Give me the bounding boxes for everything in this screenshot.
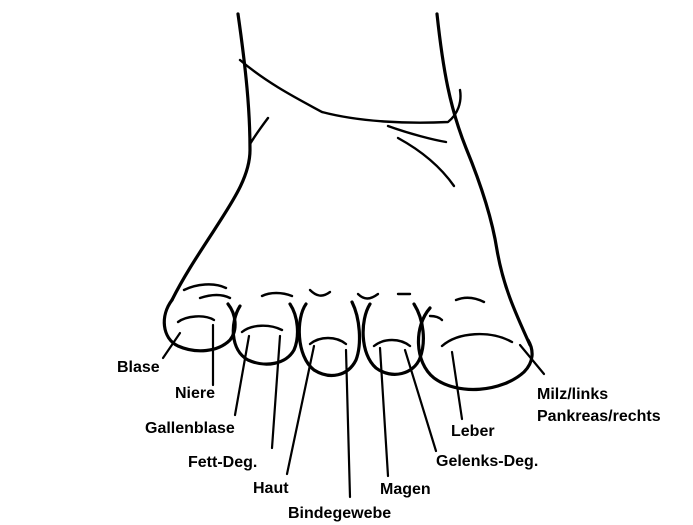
label-fett-deg: Fett-Deg. [188,454,257,471]
label-gelenks-deg: Gelenks-Deg. [436,453,538,470]
label-gallenblase: Gallenblase [145,420,235,437]
foot-outline [170,12,532,347]
labels: Blase Niere Gallenblase Fett-Deg. Haut B… [117,359,661,522]
label-magen: Magen [380,481,431,498]
leader-lines [161,323,546,499]
label-milz: Milz/links [537,386,608,403]
label-niere: Niere [175,385,215,402]
label-blase: Blase [117,359,160,376]
label-leber: Leber [451,423,495,440]
label-bindegewebe: Bindegewebe [288,505,391,522]
label-haut: Haut [253,480,289,497]
label-pankreas: Pankreas/rechts [537,408,661,425]
toes [162,298,534,392]
